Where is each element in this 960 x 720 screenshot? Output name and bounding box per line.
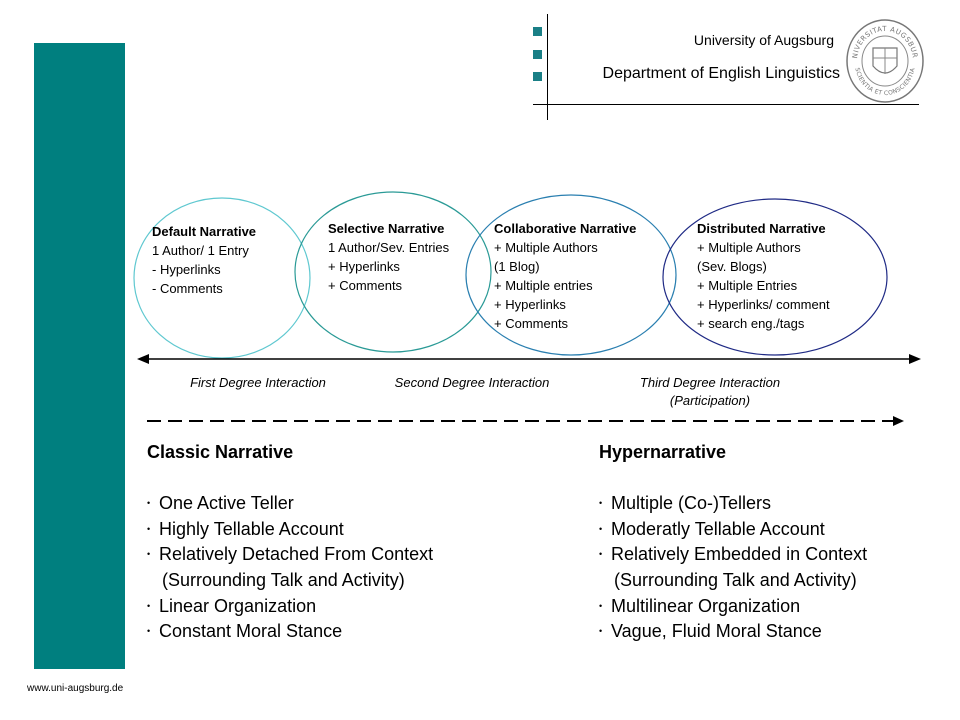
narrative-line: 1 Author/Sev. Entries [328, 240, 450, 255]
bullet-icon: • [147, 626, 151, 637]
narrative-line: + Hyperlinks [328, 259, 400, 274]
university-name: University of Augsburg [693, 32, 834, 48]
header-horizontal-line [533, 104, 919, 105]
third-degree-label: Third Degree Interaction (Participation) [605, 374, 815, 410]
degree-label-line: (Participation) [669, 393, 751, 408]
narrative-line: + Multiple entries [494, 278, 593, 293]
collaborative-narrative-text: Collaborative Narrative + Multiple Autho… [494, 219, 636, 333]
oval-distributed-narrative [662, 198, 888, 356]
university-seal-icon: UNIVERSITAT AUGSBURG SCIENTIA ET CONSCIE… [845, 18, 924, 103]
list-item: •Multilinear Organization [599, 594, 939, 620]
narrative-line: + Multiple Authors [697, 240, 801, 255]
list-item: •Moderatly Tellable Account [599, 517, 939, 543]
narrative-line: + Hyperlinks/ comment [697, 297, 830, 312]
footer-url: www.uni-augsburg.de [27, 683, 124, 694]
bullet-icon: • [599, 626, 603, 637]
list-item: •One Active Teller [147, 491, 567, 517]
narrative-line: + Multiple Entries [697, 278, 798, 293]
oval-collaborative-narrative [465, 194, 677, 356]
header-square-1 [533, 27, 542, 36]
oval-selective-narrative [294, 191, 492, 353]
bullet-icon: • [147, 600, 151, 611]
hypernarrative-column: Hypernarrative •Multiple (Co-)Tellers •M… [599, 440, 939, 645]
classic-narrative-list: •One Active Teller •Highly Tellable Acco… [147, 491, 567, 645]
bullet-icon: • [599, 498, 603, 509]
list-item: •Highly Tellable Account [147, 517, 567, 543]
narrative-line: + Multiple Authors [494, 240, 598, 255]
degree-label-line: First Degree Interaction [190, 375, 326, 390]
oval-default-narrative [133, 197, 311, 359]
list-item: •Relatively Embedded in Context(Surround… [599, 542, 939, 593]
narrative-title: Selective Narrative [328, 221, 445, 236]
bullet-icon: • [599, 549, 603, 560]
first-degree-label: First Degree Interaction [170, 374, 346, 392]
narrative-line: + Hyperlinks [494, 297, 566, 312]
header-square-2 [533, 50, 542, 59]
dashed-arrow-head [893, 416, 904, 426]
bullet-icon: • [147, 498, 151, 509]
interaction-axis-left-arrowhead [137, 354, 149, 364]
bullet-icon: • [147, 523, 151, 534]
narrative-title: Distributed Narrative [697, 221, 826, 236]
selective-narrative-text: Selective Narrative 1 Author/Sev. Entrie… [328, 219, 449, 295]
distributed-narrative-text: Distributed Narrative + Multiple Authors… [697, 219, 830, 333]
narrative-line: (1 Blog) [494, 259, 540, 274]
column-title: Hypernarrative [599, 442, 727, 462]
degree-label-line: Second Degree Interaction [394, 375, 550, 390]
header-vertical-line [547, 14, 548, 120]
list-item-continuation: (Surrounding Talk and Activity) [162, 569, 405, 590]
department-name: Department of English Linguistics [602, 65, 840, 82]
narrative-line: 1 Author/ 1 Entry [152, 243, 249, 258]
narrative-line: + search eng./tags [697, 316, 805, 331]
list-item: •Linear Organization [147, 594, 567, 620]
list-item: •Constant Moral Stance [147, 619, 567, 645]
narrative-line: - Hyperlinks [152, 262, 221, 277]
list-item: •Vague, Fluid Moral Stance [599, 619, 939, 645]
list-item: •Relatively Detached From Context(Surrou… [147, 542, 567, 593]
narrative-title: Default Narrative [152, 224, 257, 239]
list-item-continuation: (Surrounding Talk and Activity) [614, 569, 857, 590]
narrative-line: - Comments [152, 281, 223, 296]
classic-narrative-column: Classic Narrative •One Active Teller •Hi… [147, 440, 567, 645]
narrative-line: (Sev. Blogs) [697, 259, 767, 274]
degree-label-line: Third Degree Interaction [639, 375, 781, 390]
bullet-icon: • [599, 600, 603, 611]
hypernarrative-list: •Multiple (Co-)Tellers •Moderatly Tellab… [599, 491, 939, 645]
narrative-line: + Comments [328, 278, 403, 293]
default-narrative-text: Default Narrative 1 Author/ 1 Entry - Hy… [152, 222, 256, 298]
second-degree-label: Second Degree Interaction [374, 374, 570, 392]
bullet-icon: • [599, 523, 603, 534]
bullet-icon: • [147, 549, 151, 560]
narrative-title: Collaborative Narrative [494, 221, 637, 236]
interaction-axis-right-arrowhead [909, 354, 921, 364]
narrative-line: + Comments [494, 316, 569, 331]
teal-side-bar [34, 43, 125, 669]
column-title: Classic Narrative [147, 442, 294, 462]
header-square-3 [533, 72, 542, 81]
list-item: •Multiple (Co-)Tellers [599, 491, 939, 517]
